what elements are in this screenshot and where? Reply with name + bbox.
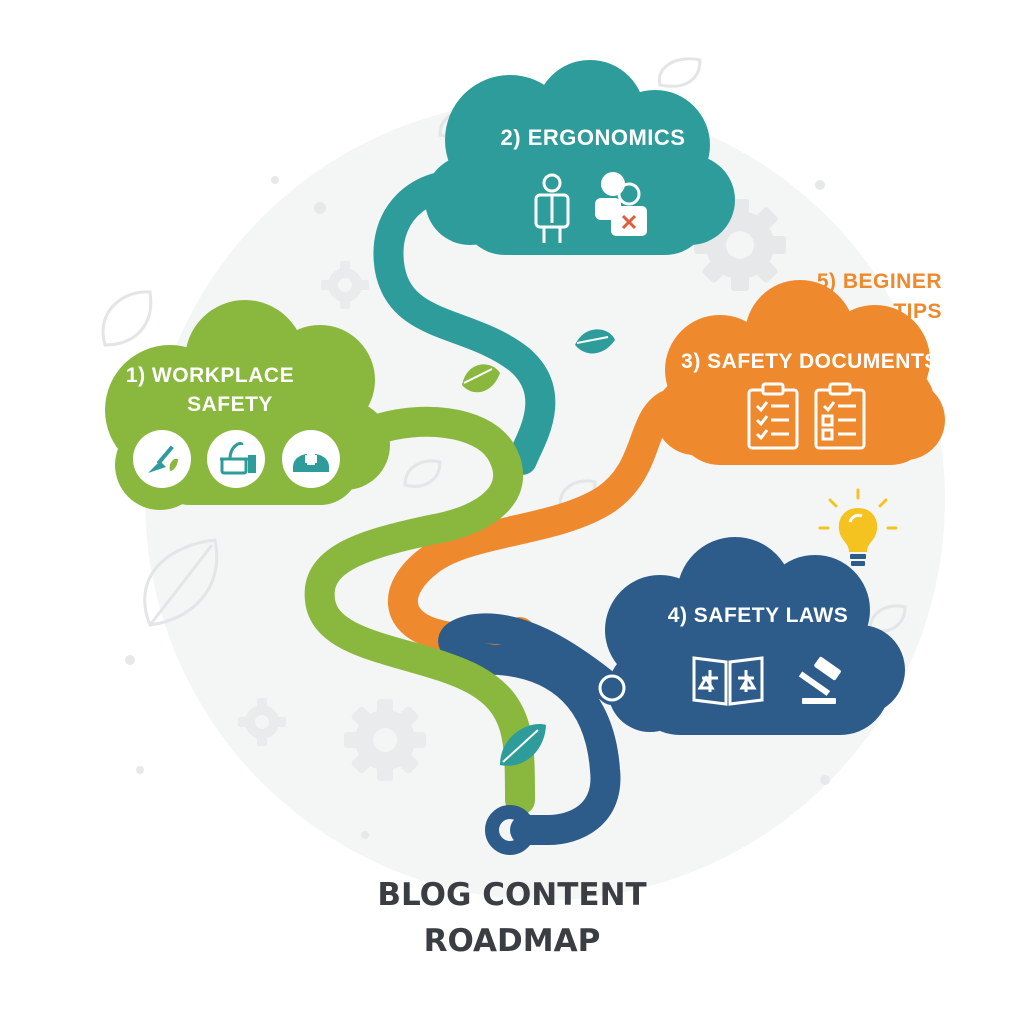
background-dot: [136, 766, 144, 774]
background-dot: [125, 655, 135, 665]
topic-5-label-line1: 5) BEGINER: [817, 270, 942, 293]
background-dot: [820, 775, 830, 785]
background-leaf-icon: [103, 292, 151, 345]
topic-cloud-ergonomics: [425, 60, 735, 255]
nurse-cap-icon: [282, 430, 340, 488]
background-dot: [361, 831, 369, 839]
background-dot: [271, 176, 279, 184]
mop-bucket-icon: [207, 430, 265, 488]
topic-5-label-line2: TIPS: [893, 300, 942, 323]
background-dot: [314, 202, 326, 214]
page-title-line1: BLOG CONTENT: [377, 877, 646, 913]
background-dot: [815, 180, 825, 190]
topic-1-label-line2: SAFETY: [187, 393, 273, 416]
shovel-plant-icon: [133, 430, 191, 488]
background-leaf-icon: [659, 59, 700, 87]
topic-3-label: 3) SAFETY DOCUMENTS: [681, 350, 939, 373]
page-title-line2: ROADMAP: [424, 923, 601, 959]
topic-2-label: 2) ERGONOMICS: [501, 125, 686, 150]
topic-4-label: 4) SAFETY LAWS: [668, 604, 848, 627]
background-gear-icon: [344, 699, 426, 781]
topic-1-label-line1: 1) WORKPLACE: [126, 364, 294, 387]
